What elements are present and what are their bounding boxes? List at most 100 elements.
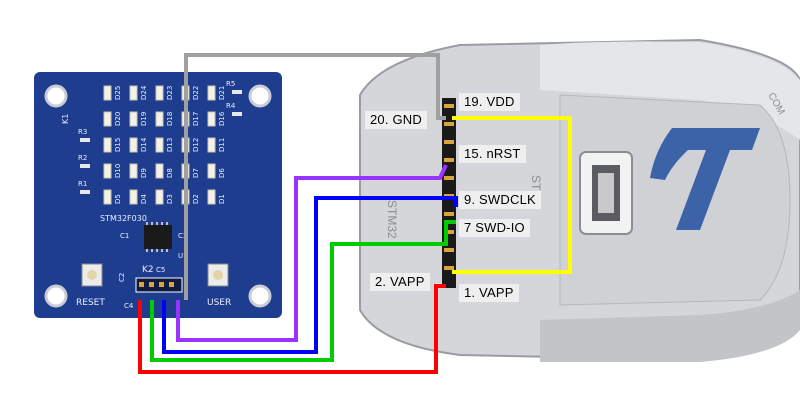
led-label: D13 [166, 138, 174, 152]
led-label: D15 [114, 138, 122, 152]
gnd-wire [184, 53, 446, 300]
led-d23: D23 [155, 85, 174, 101]
wires [138, 53, 572, 374]
led-label: D6 [218, 168, 226, 178]
resistor-r3: R3 [78, 128, 90, 142]
led-label: D19 [140, 112, 148, 126]
c3-label: C3 [178, 232, 187, 240]
pin-label-swdclk: 9. SWDCLK [459, 191, 541, 209]
c1-label: C1 [120, 232, 129, 240]
user-button[interactable] [207, 263, 229, 287]
led-label: D24 [140, 85, 148, 100]
led-label: D3 [166, 194, 174, 204]
pin-label-swdio: 7 SWD-IO [459, 219, 530, 237]
led-d20: D20 [103, 111, 122, 127]
pin-label-vdd: 19. VDD [459, 93, 520, 111]
u1-label: U1 [178, 252, 188, 260]
c2-label: C2 [118, 273, 126, 282]
svg-text:R1: R1 [78, 180, 87, 188]
led-d18: D18 [155, 111, 174, 127]
user-label: USER [207, 298, 231, 308]
svg-text:R5: R5 [226, 80, 235, 88]
led-label: D23 [166, 86, 174, 100]
led-label: D11 [218, 138, 226, 152]
led-label: D17 [192, 112, 200, 126]
led-d14: D14 [129, 137, 148, 153]
led-d24: D24 [129, 85, 148, 101]
board-name-label: STM32F030 [100, 214, 147, 223]
led-label: D12 [192, 138, 200, 152]
mount-hole-br [248, 284, 272, 308]
led-label: D2 [192, 194, 200, 204]
swdclk-wire [162, 196, 458, 354]
resistor-r5: R5 [226, 80, 242, 94]
svg-text:R4: R4 [226, 102, 236, 110]
usb-port-contacts [598, 173, 614, 213]
mount-hole-tl [44, 84, 68, 108]
mcu-chip [144, 225, 172, 249]
c4-label: C4 [124, 302, 134, 310]
led-d11: D11 [207, 137, 226, 153]
led-d6: D6 [207, 163, 226, 179]
led-d3: D3 [155, 189, 174, 205]
programmer-bottom-face [540, 290, 800, 362]
led-label: D4 [140, 194, 148, 204]
svg-text:R3: R3 [78, 128, 87, 136]
led-label: D7 [192, 168, 200, 178]
led-label: D1 [218, 194, 226, 204]
led-label: D16 [218, 111, 226, 126]
k1-label: K1 [61, 114, 70, 124]
led-d5: D5 [103, 189, 122, 205]
vdd-wire [452, 116, 572, 274]
led-d19: D19 [129, 111, 148, 127]
led-label: D14 [140, 137, 148, 152]
led-label: D9 [140, 168, 148, 178]
st-link-programmer: ST STM32 STM8 COM [359, 38, 800, 362]
st-logo-icon [650, 128, 760, 230]
resistor-r2: R2 [78, 154, 90, 168]
led-d21: D21 [207, 85, 226, 101]
led-d25: D25 [103, 85, 122, 101]
led-label: D20 [114, 112, 122, 126]
k2-pins [139, 282, 174, 287]
led-label: D5 [114, 194, 122, 204]
stm32-side-label: STM32 [385, 200, 399, 239]
led-label: D18 [166, 112, 174, 126]
led-d4: D4 [129, 189, 148, 205]
svg-text:R2: R2 [78, 154, 87, 162]
led-d8: D8 [155, 163, 174, 179]
pin-label-vapp-1: 1. VAPP [459, 284, 519, 302]
led-label: D10 [114, 164, 122, 178]
led-d1: D1 [207, 189, 226, 205]
mount-hole-bl [44, 284, 68, 308]
c5-label: C5 [156, 266, 165, 274]
led-label: D21 [218, 86, 226, 100]
led-d9: D9 [129, 163, 148, 179]
swdio-wire [150, 220, 456, 362]
led-d16: D16 [207, 111, 226, 127]
led-label: D25 [114, 86, 122, 100]
resistor-r4: R4 [226, 102, 242, 116]
nrst-wire [176, 164, 448, 342]
led-d13: D13 [155, 137, 174, 153]
led-label: D22 [192, 86, 200, 100]
programmer-top-face [540, 41, 800, 140]
st-logo-text: ST [690, 199, 692, 201]
pin-label-vapp-2: 2. VAPP [370, 273, 430, 291]
vapp-wire [138, 284, 446, 374]
led-d15: D15 [103, 137, 122, 153]
led-d10: D10 [103, 163, 122, 179]
mcu-pins [146, 222, 168, 252]
reset-button[interactable] [81, 263, 103, 287]
pin-label-nrst: 15. nRST [459, 145, 526, 163]
led-label: D8 [166, 168, 174, 178]
resistor-r1: R1 [78, 180, 90, 194]
k2-label: K2 [142, 265, 154, 275]
mount-hole-tr [248, 84, 272, 108]
reset-label: RESET [76, 298, 105, 308]
pin-header [442, 98, 456, 288]
pin-label-gnd: 20. GND [365, 111, 427, 129]
